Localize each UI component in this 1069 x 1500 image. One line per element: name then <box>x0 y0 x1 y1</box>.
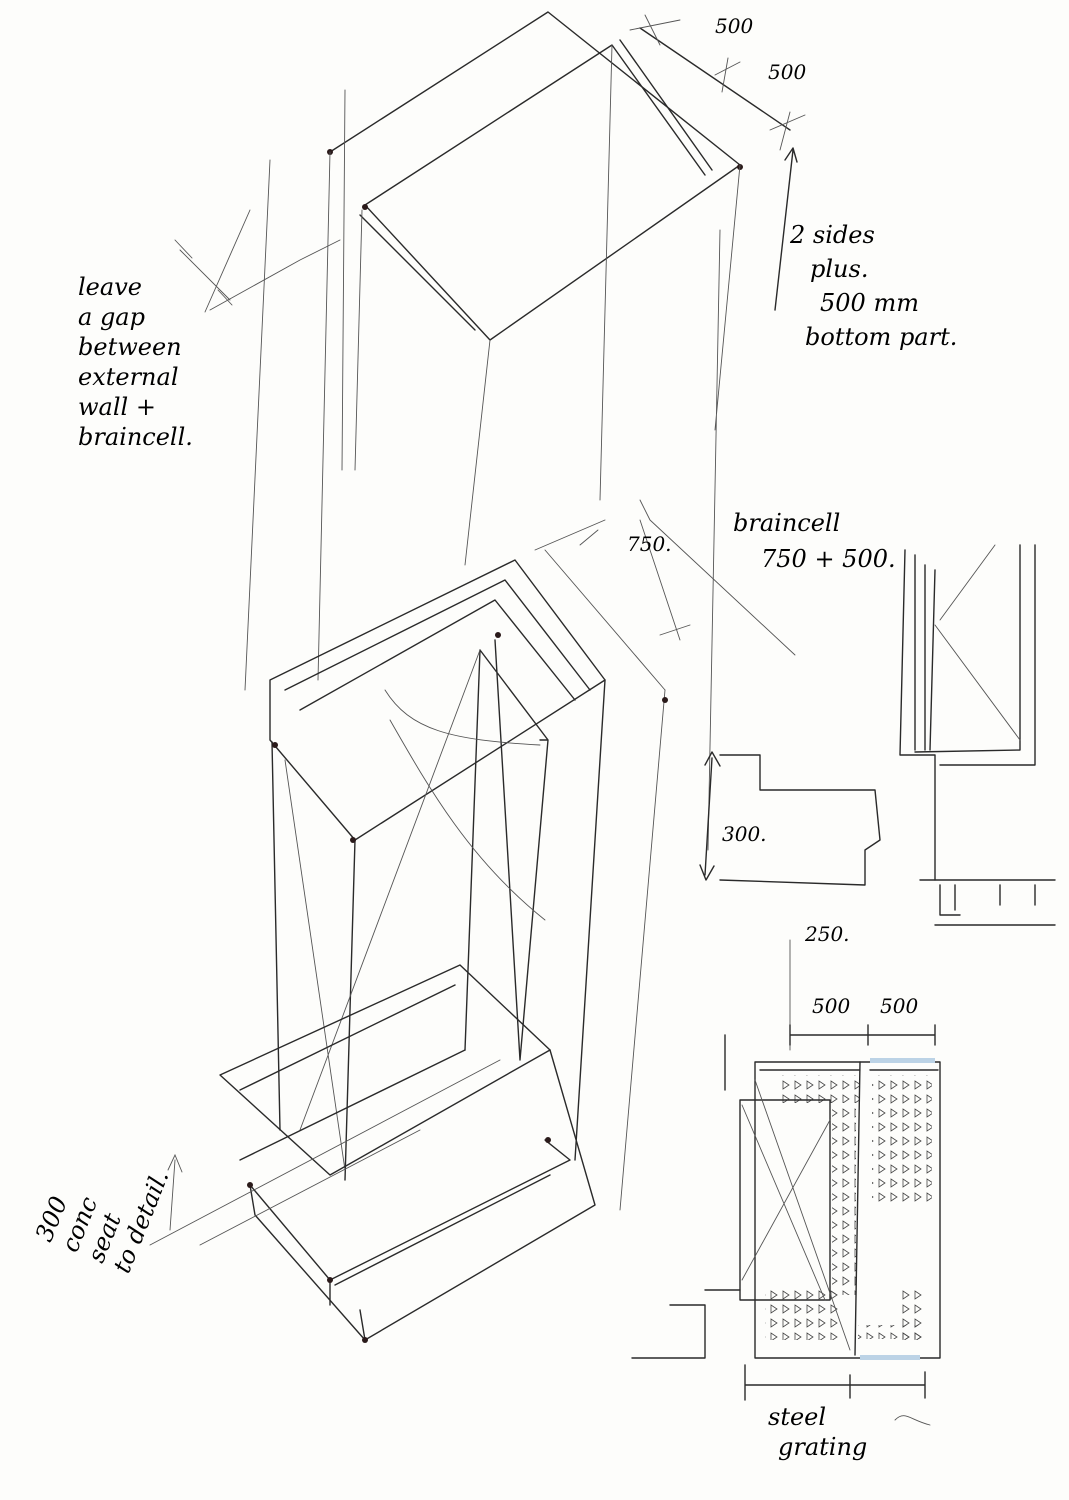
note-line: between <box>78 333 182 361</box>
dimension-section-right: 500 <box>880 994 919 1018</box>
plan-detail <box>699 544 1056 926</box>
note-line: leave <box>78 273 142 301</box>
section-detail <box>631 939 941 1426</box>
note-grating: steel grating <box>768 1402 867 1462</box>
note-line: 750 + 500. <box>761 545 896 573</box>
note-line: external <box>78 363 179 391</box>
dimension-top-b: 500 <box>768 60 807 84</box>
note-line: braincell. <box>78 423 193 451</box>
dimension-section-top: 250. <box>805 922 850 946</box>
note-line: braincell <box>733 509 841 537</box>
note-line: steel <box>768 1403 827 1431</box>
note-line: 2 sides <box>790 221 875 249</box>
note-line: grating <box>778 1433 868 1461</box>
note-gap: leave a gap between external wall + brai… <box>78 272 193 452</box>
middle-box <box>269 499 796 1181</box>
vertical-guides <box>174 44 741 1211</box>
note-braincell: braincell 750 + 500. <box>733 505 896 577</box>
note-line: wall + <box>78 393 156 421</box>
note-line: bottom part. <box>805 323 958 351</box>
dimension-top-a: 500 <box>715 14 754 38</box>
note-line: a gap <box>78 303 145 331</box>
dimension-section-left: 500 <box>812 994 851 1018</box>
lower-box <box>149 964 596 1343</box>
note-sides: 2 sides plus. 500 mm bottom part. <box>790 218 957 354</box>
dimension-mid: 750. <box>627 532 672 556</box>
upper-box <box>327 11 806 341</box>
note-line: plus. <box>810 255 869 283</box>
dimension-plan: 300. <box>722 822 767 846</box>
note-line: 500 mm <box>820 289 919 317</box>
